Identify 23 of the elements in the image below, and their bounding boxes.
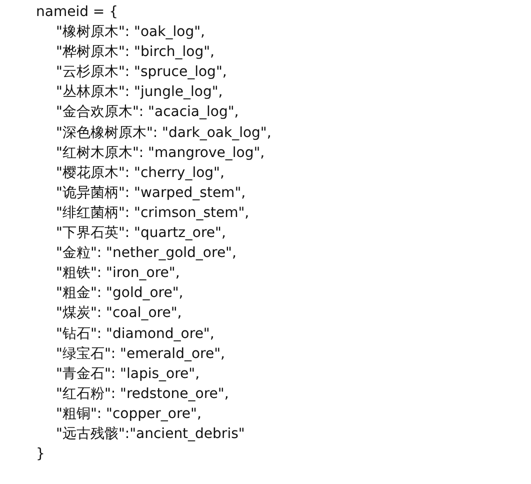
code-line: nameid = {	[36, 3, 118, 22]
code-line: "粗铁": "iron_ore",	[56, 264, 180, 284]
code-line: "远古残骸":"ancient_debris"	[56, 424, 245, 444]
code-line: "桦树原木": "birch_log",	[56, 43, 215, 62]
code-line: "诡异菌柄": "warped_stem",	[56, 184, 246, 203]
code-line: "粗金": "gold_ore",	[56, 284, 184, 304]
code-line: }	[36, 445, 45, 464]
code-line: "青金石": "lapis_ore",	[56, 364, 200, 384]
code-line: "云杉原木": "spruce_log",	[56, 63, 227, 82]
code-line: "绯红菌柄": "crimson_stem",	[56, 204, 250, 223]
code-line: "金合欢原木": "acacia_log",	[56, 103, 239, 122]
code-line: "金粒": "nether_gold_ore",	[56, 244, 236, 264]
code-line: "橡树原木": "oak_log",	[56, 23, 205, 42]
code-line: "粗铜": "copper_ore",	[56, 404, 202, 424]
code-line: "绿宝石": "emerald_ore",	[56, 344, 225, 364]
code-line: "煤炭": "coal_ore",	[56, 304, 182, 324]
code-line: "樱花原木": "cherry_log",	[56, 164, 224, 183]
code-line: "红树木原木": "mangrove_log",	[56, 144, 265, 163]
code-line: "下界石英": "quartz_ore",	[56, 224, 226, 244]
code-line: "钻石": "diamond_ore",	[56, 324, 214, 344]
code-line: "丛林原木": "jungle_log",	[56, 83, 223, 102]
code-line: "红石粉": "redstone_ore",	[56, 384, 229, 404]
code-line: "深色橡树原木": "dark_oak_log",	[56, 124, 272, 143]
